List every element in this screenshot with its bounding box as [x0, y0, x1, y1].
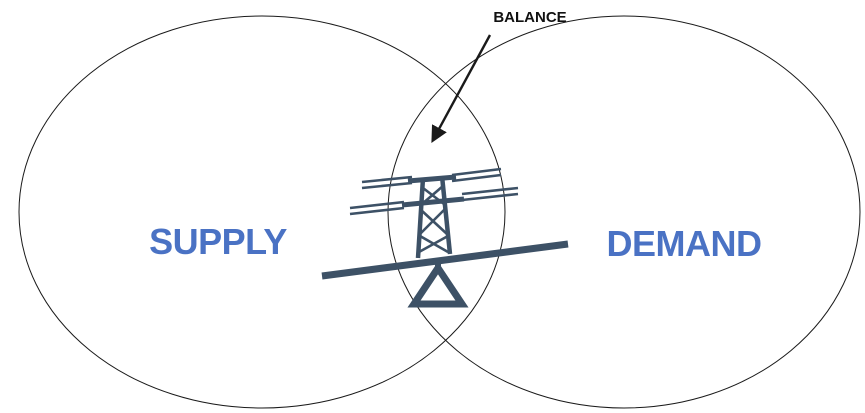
seesaw-beam — [321, 240, 569, 280]
supply-label: SUPPLY — [149, 221, 287, 262]
power-lines — [349, 167, 519, 216]
demand-label: DEMAND — [607, 223, 762, 264]
balance-arrow-icon — [431, 34, 492, 143]
fulcrum — [407, 261, 469, 308]
balance-label: BALANCE — [493, 9, 566, 26]
power-pylon-on-seesaw-icon — [321, 167, 569, 308]
supply-ellipse — [18, 15, 506, 409]
demand-ellipse — [387, 15, 861, 409]
pylon-tower — [401, 174, 465, 259]
